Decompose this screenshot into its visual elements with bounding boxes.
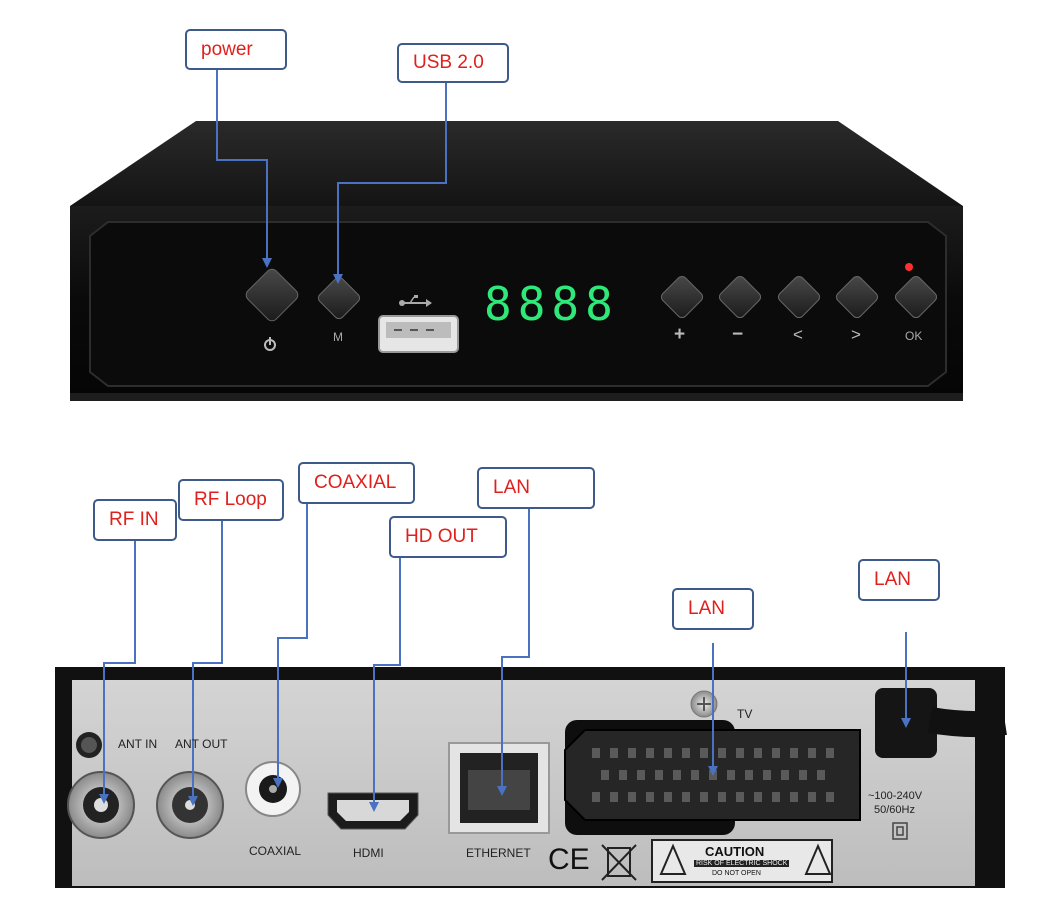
caution-line2: DO NOT OPEN [712, 870, 761, 877]
rf-in-connector[interactable] [67, 771, 135, 839]
minus-button[interactable] [717, 274, 762, 319]
ant-in-label: ANT IN [118, 737, 158, 751]
led-display: 8888 [484, 277, 619, 331]
callout-power: power [185, 29, 287, 70]
callout-lan-middle: LAN [672, 588, 754, 630]
plus-button-label: + [674, 324, 686, 345]
ground-screw-icon [76, 732, 102, 758]
callout-rf-loop: RF Loop [178, 479, 284, 521]
ok-button[interactable] [893, 274, 938, 319]
usb-icon [399, 295, 432, 307]
voltage-label: ~100-240V [868, 790, 923, 802]
power-button[interactable] [244, 267, 301, 324]
minus-button-label: − [732, 324, 744, 345]
right-button-label: > [851, 325, 861, 344]
weee-bin-icon [601, 844, 637, 881]
standby-led-icon [905, 263, 913, 271]
front-panel-body [70, 121, 963, 401]
frequency-label: 50/60Hz [874, 804, 915, 816]
tv-port-label: TV [737, 707, 753, 721]
coaxial-port-label: COAXIAL [249, 844, 302, 858]
left-button-label: < [793, 325, 803, 344]
callout-hd-out: HD OUT [389, 516, 507, 558]
ok-button-label: OK [905, 329, 923, 343]
coaxial-connector[interactable] [245, 761, 301, 817]
leader-lines [103, 70, 907, 806]
hdmi-port-label: HDMI [353, 846, 384, 860]
plus-button[interactable] [659, 274, 704, 319]
callout-usb: USB 2.0 [397, 43, 509, 83]
callout-coaxial: COAXIAL [298, 462, 415, 504]
callout-rf-in: RF IN [93, 499, 177, 541]
leader-arrowheads [99, 258, 911, 812]
menu-button-label: M [333, 330, 343, 344]
rf-loop-connector[interactable] [156, 771, 224, 839]
hdmi-port[interactable] [327, 792, 419, 830]
caution-line1: RISK OF ELECTRIC SHOCK [694, 860, 790, 867]
right-button[interactable] [834, 274, 879, 319]
scart-pins [592, 748, 834, 802]
ce-mark: CE [548, 843, 590, 876]
class-ii-icon [892, 822, 908, 840]
ethernet-port-label: ETHERNET [466, 846, 531, 860]
left-button[interactable] [776, 274, 821, 319]
callout-lan-right: LAN [858, 559, 940, 601]
mounting-screw-icon [690, 690, 718, 718]
menu-button[interactable] [316, 275, 361, 320]
power-icon [264, 337, 276, 351]
ant-out-label: ANT OUT [175, 737, 228, 751]
callout-lan-top: LAN [477, 467, 595, 509]
usb-port[interactable] [378, 315, 459, 353]
caution-title: CAUTION [705, 844, 765, 859]
